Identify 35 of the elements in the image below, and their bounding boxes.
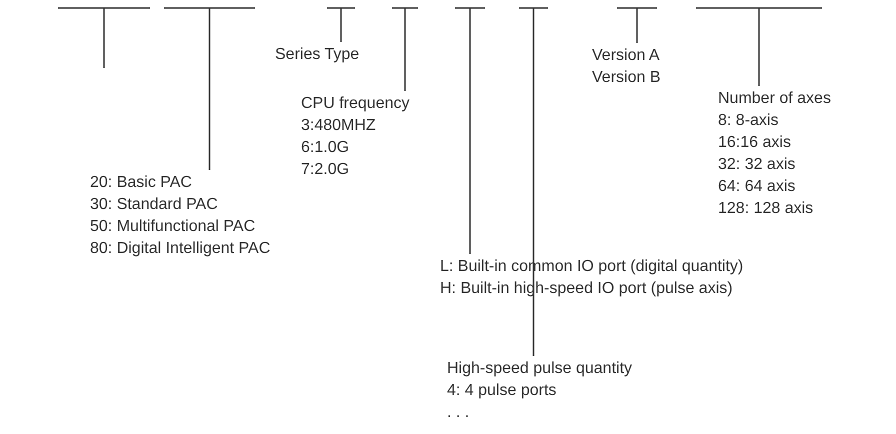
code-description: CPU frequency [301, 94, 410, 114]
code-description: 16:16 axis [718, 133, 791, 153]
code-description: . . . [447, 403, 470, 423]
code-description: Version B [592, 68, 660, 88]
code-position-line [519, 7, 548, 9]
leader-line [532, 8, 534, 356]
code-description: 64: 64 axis [718, 177, 796, 197]
leader-line [404, 8, 406, 91]
code-description: 30: Standard PAC [90, 195, 218, 215]
code-description: 6:1.0G [301, 138, 350, 158]
leader-line [758, 8, 760, 86]
leader-line [208, 8, 210, 170]
code-position-line [696, 7, 822, 9]
code-description: 20: Basic PAC [90, 173, 192, 193]
code-description: 80: Digital Intelligent PAC [90, 239, 270, 259]
leader-line [469, 8, 471, 254]
leader-line [636, 8, 638, 43]
leader-line [340, 8, 342, 42]
code-description: 4: 4 pulse ports [447, 381, 556, 401]
code-description: High-speed pulse quantity [447, 359, 632, 379]
code-position-line [392, 7, 418, 9]
code-description: Series Type [275, 45, 360, 65]
code-position-line [327, 7, 355, 9]
code-description: 50: Multifunctional PAC [90, 217, 256, 237]
code-position-line [455, 7, 485, 9]
code-position-line [58, 7, 150, 68]
code-description: 32: 32 axis [718, 155, 796, 175]
code-description: Number of axes [718, 89, 831, 109]
code-position-line [617, 7, 657, 9]
code-description: 3:480MHZ [301, 116, 376, 136]
code-description: 8: 8-axis [718, 111, 778, 131]
code-description: 128: 128 axis [718, 199, 814, 219]
code-description: 7:2.0G [301, 160, 350, 180]
code-position-line [164, 7, 255, 9]
code-description: Version A [592, 46, 660, 66]
